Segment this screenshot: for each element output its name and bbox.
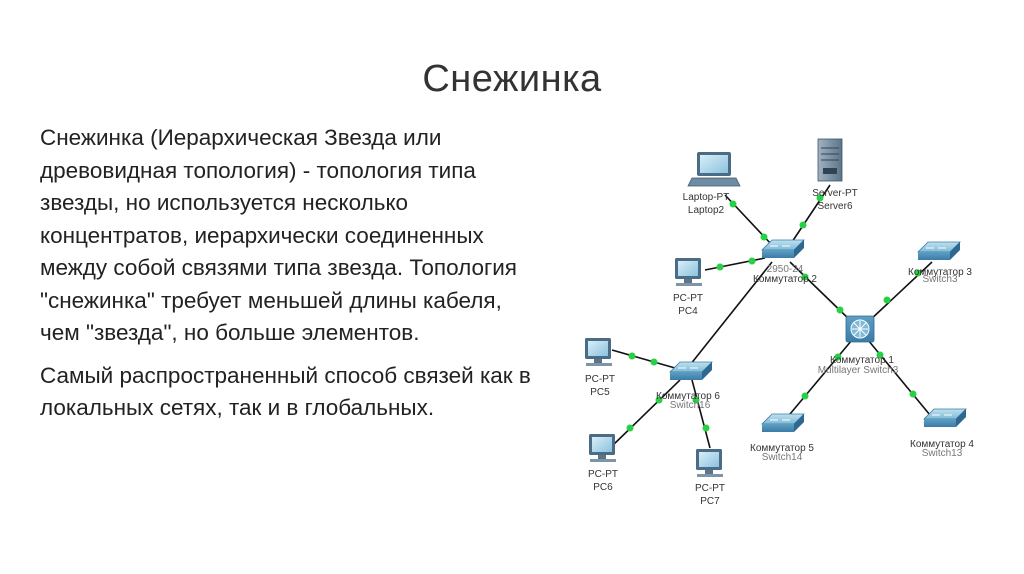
laptop-icon	[687, 152, 741, 187]
server-icon	[817, 138, 843, 182]
paragraph-definition: Снежинка (Иерархическая Звезда или древо…	[40, 125, 517, 345]
link-dot	[801, 273, 809, 281]
pc7-name-label: PC7	[700, 496, 720, 507]
switch-icon	[669, 361, 713, 380]
link-dot	[692, 396, 700, 404]
link-dot	[876, 351, 884, 359]
link-dot	[748, 257, 756, 265]
svg-text:Switch3: Switch3	[922, 274, 957, 285]
pc5-name-label: PC5	[590, 387, 610, 398]
switch-icon	[917, 241, 961, 260]
switch5-name-label: Коммутатор 5	[750, 443, 814, 454]
link-pc6-switch6	[609, 379, 681, 449]
paragraph-usage: Самый распространенный способ связей как…	[40, 362, 531, 421]
link-dot	[909, 390, 917, 398]
link-dot	[834, 353, 842, 361]
pc-icon	[696, 449, 723, 477]
svg-text:Switch16: Switch16	[670, 400, 711, 411]
switch3-name-label: Коммутатор 3	[908, 267, 972, 278]
multilayer-switch-icon	[845, 315, 875, 343]
laptop2-type-label: Laptop-PT	[683, 192, 730, 203]
links	[609, 184, 933, 449]
link-dot	[799, 221, 807, 229]
svg-text:Switch13: Switch13	[922, 448, 963, 459]
slide-title: Снежинка	[422, 58, 602, 100]
switch2-name-label: Коммутатор 2	[753, 274, 817, 285]
link-dot	[626, 424, 634, 432]
link-dot	[628, 352, 636, 360]
pc7-type-label: PC-PT	[695, 483, 725, 494]
link-switch1-switch5	[784, 339, 853, 421]
switch-icon	[761, 413, 805, 432]
link-dot	[655, 396, 663, 404]
pc4-type-label: PC-PT	[673, 293, 703, 304]
link-dots	[626, 194, 922, 432]
svg-text:Switch14: Switch14	[762, 452, 803, 463]
switch1-name-label: Коммутатор 1	[830, 355, 894, 366]
switch-icon	[923, 408, 967, 427]
laptop2-name-label: Laptop2	[688, 205, 725, 216]
pc-icon	[585, 338, 612, 366]
link-pc4-switch2	[704, 257, 766, 271]
link-dot	[650, 358, 658, 366]
link-pc7-switch6	[691, 379, 711, 449]
body-text: Снежинка (Иерархическая Звезда или древо…	[40, 122, 545, 435]
link-dot	[801, 392, 809, 400]
link-dot	[914, 269, 922, 277]
link-dot	[883, 296, 891, 304]
server6-type-label: Server-PT	[812, 188, 858, 199]
switch4-name-label: Коммутатор 4	[910, 439, 974, 450]
link-dot	[702, 424, 710, 432]
switch1-ghost-label: Multilayer Switch3	[818, 365, 899, 376]
pc6-name-label: PC6	[593, 482, 613, 493]
link-switch2-switch6	[689, 261, 773, 366]
link-switch1-switch4	[867, 339, 931, 416]
pc-icon	[589, 434, 616, 462]
network-diagram: Laptop-PT Laptop2 Server-PT Server6 PC-P…	[585, 138, 974, 507]
link-dot	[816, 194, 824, 202]
pc4-name-label: PC4	[678, 306, 698, 317]
pc-icon	[675, 258, 702, 286]
link-server6-switch2	[789, 184, 831, 246]
link-pc5-switch6	[611, 349, 676, 369]
svg-text:2950-24: 2950-24	[767, 264, 804, 275]
link-dot	[716, 263, 724, 271]
link-dot	[760, 233, 768, 241]
server6-name-label: Server6	[817, 201, 852, 212]
switch6-name-label: Коммутатор 6	[656, 391, 720, 402]
pc6-type-label: PC-PT	[588, 469, 618, 480]
link-dot	[729, 200, 737, 208]
switch-icon	[761, 239, 805, 258]
pc5-type-label: PC-PT	[585, 374, 615, 385]
link-dot	[836, 306, 844, 314]
